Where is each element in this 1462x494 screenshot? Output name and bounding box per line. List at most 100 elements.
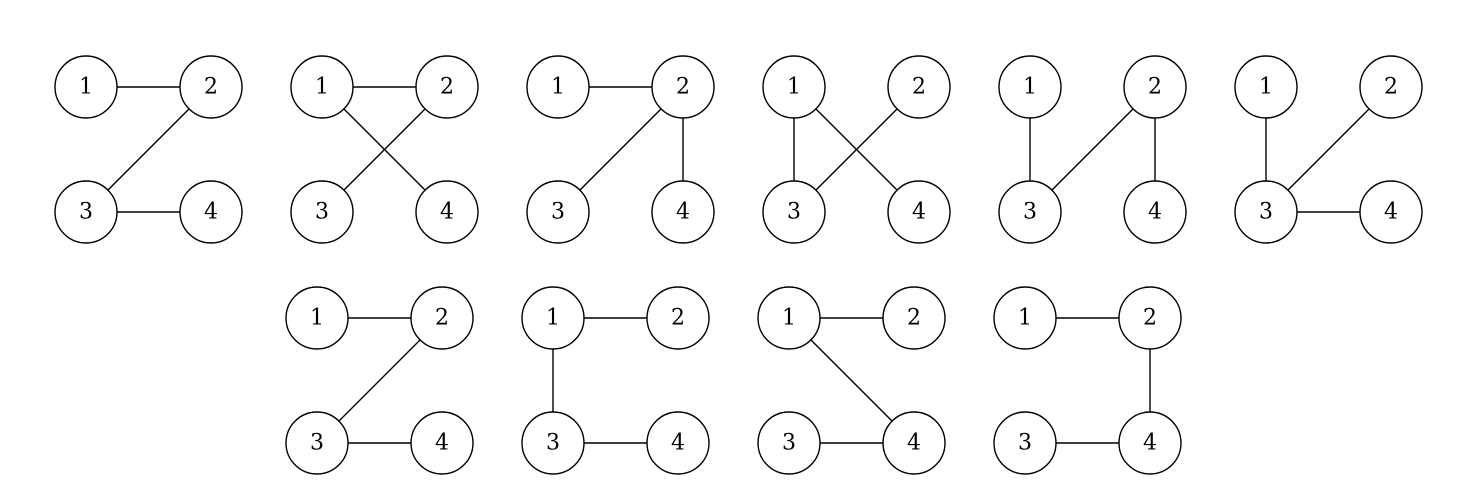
node-1: 1	[526, 55, 590, 119]
node-1: 1	[54, 55, 118, 119]
node-label: 3	[1023, 200, 1037, 225]
node-label: 3	[1259, 200, 1273, 225]
node-circle	[762, 55, 826, 119]
graph-5: 1 2 3 4	[998, 55, 1187, 244]
node-circle	[757, 286, 821, 350]
node-1: 1	[1234, 55, 1298, 119]
node-4: 4	[651, 180, 715, 244]
node-4: 4	[179, 180, 243, 244]
node-1: 1	[521, 286, 585, 350]
node-1: 1	[993, 286, 1057, 350]
node-label: 1	[787, 75, 801, 100]
node-2: 2	[1359, 55, 1423, 119]
node-label: 2	[440, 75, 454, 100]
node-2: 2	[179, 55, 243, 119]
node-circle	[290, 55, 354, 119]
node-label: 2	[204, 75, 218, 100]
node-1: 1	[290, 55, 354, 119]
node-3: 3	[762, 180, 826, 244]
node-label: 4	[912, 200, 926, 225]
node-circle	[521, 411, 585, 475]
node-circle	[526, 55, 590, 119]
node-1: 1	[998, 55, 1062, 119]
node-circle	[1123, 180, 1187, 244]
node-3: 3	[526, 180, 590, 244]
node-label: 4	[440, 200, 454, 225]
node-circle	[646, 286, 710, 350]
node-label: 3	[79, 200, 93, 225]
node-label: 4	[1384, 200, 1398, 225]
node-label: 2	[1143, 306, 1157, 331]
node-2: 2	[887, 55, 951, 119]
node-4: 4	[882, 411, 946, 475]
node-circle	[1234, 55, 1298, 119]
node-circle	[1123, 55, 1187, 119]
node-4: 4	[410, 411, 474, 475]
node-label: 1	[79, 75, 93, 100]
graph-2: 1 2 3 4	[290, 55, 479, 244]
node-label: 2	[907, 306, 921, 331]
node-label: 3	[1018, 431, 1032, 456]
node-label: 3	[551, 200, 565, 225]
node-circle	[415, 55, 479, 119]
node-1: 1	[762, 55, 826, 119]
node-3: 3	[993, 411, 1057, 475]
node-circle	[1118, 411, 1182, 475]
node-3: 3	[290, 180, 354, 244]
node-label: 4	[676, 200, 690, 225]
node-label: 4	[204, 200, 218, 225]
node-label: 4	[671, 431, 685, 456]
node-label: 2	[676, 75, 690, 100]
node-4: 4	[415, 180, 479, 244]
node-label: 1	[315, 75, 329, 100]
node-circle	[882, 411, 946, 475]
node-label: 2	[671, 306, 685, 331]
node-circle	[1118, 286, 1182, 350]
graph-8: 1 2 3 4	[521, 286, 710, 475]
node-label: 4	[907, 431, 921, 456]
node-4: 4	[1123, 180, 1187, 244]
node-circle	[54, 180, 118, 244]
node-circle	[290, 180, 354, 244]
node-label: 2	[1148, 75, 1162, 100]
node-circle	[998, 180, 1062, 244]
node-label: 1	[546, 306, 560, 331]
node-label: 1	[551, 75, 565, 100]
node-circle	[1234, 180, 1298, 244]
node-label: 3	[782, 431, 796, 456]
node-circle	[410, 411, 474, 475]
node-circle	[179, 180, 243, 244]
node-label: 4	[1148, 200, 1162, 225]
node-circle	[651, 55, 715, 119]
node-1: 1	[285, 286, 349, 350]
node-2: 2	[1123, 55, 1187, 119]
node-label: 3	[546, 431, 560, 456]
node-label: 1	[310, 306, 324, 331]
node-label: 3	[310, 431, 324, 456]
node-circle	[993, 286, 1057, 350]
node-circle	[410, 286, 474, 350]
node-3: 3	[998, 180, 1062, 244]
node-label: 1	[1023, 75, 1037, 100]
node-4: 4	[1359, 180, 1423, 244]
node-4: 4	[887, 180, 951, 244]
node-circle	[285, 411, 349, 475]
node-3: 3	[1234, 180, 1298, 244]
node-circle	[179, 55, 243, 119]
node-circle	[651, 180, 715, 244]
node-3: 3	[285, 411, 349, 475]
graph-4: 1 2 3 4	[762, 55, 951, 244]
node-circle	[415, 180, 479, 244]
node-circle	[54, 55, 118, 119]
node-1: 1	[757, 286, 821, 350]
node-circle	[887, 180, 951, 244]
node-2: 2	[415, 55, 479, 119]
node-2: 2	[651, 55, 715, 119]
node-label: 1	[782, 306, 796, 331]
graph-10: 1 2 3 4	[993, 286, 1182, 475]
node-label: 2	[912, 75, 926, 100]
node-4: 4	[1118, 411, 1182, 475]
node-3: 3	[521, 411, 585, 475]
node-4: 4	[646, 411, 710, 475]
